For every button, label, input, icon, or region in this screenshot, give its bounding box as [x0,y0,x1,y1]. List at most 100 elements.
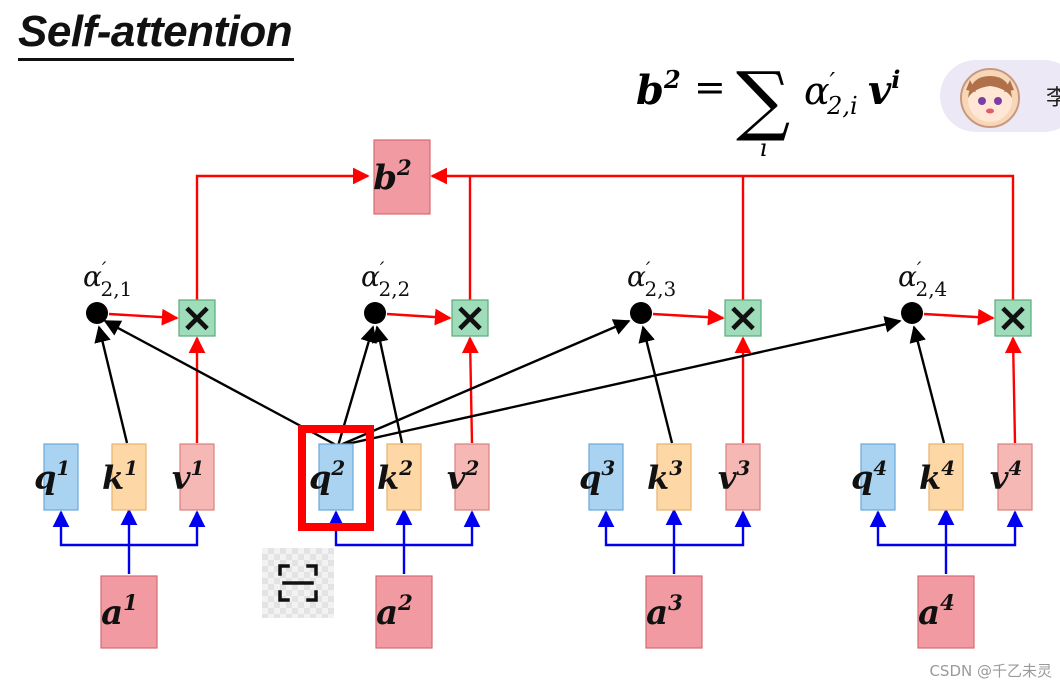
k4-node-box [928,443,964,511]
mult1-to-b2-arrow [195,167,370,300]
scan-button[interactable] [262,548,334,618]
v2-node-label-sup: 2 [464,456,479,480]
q3-node: q3 [579,443,624,511]
alpha4-label: α′2,4 [898,257,947,301]
mult3-box [724,299,762,337]
q1-node-box [43,443,79,511]
alpha1-label-base: α [83,260,102,293]
q1-node-label: q1 [34,456,70,496]
a4-node-box [917,575,975,649]
v3-node: v3 [718,443,761,511]
k4-to-alpha-arrow [909,325,946,444]
k2-node-label-base: k [377,459,399,497]
formula-alpha-prime: ′ [830,68,836,96]
q3-node-box [588,443,624,511]
a3-to-q-arrow [597,510,674,547]
a4-node: a4 [917,575,975,649]
k3-node-label-sup: 3 [669,456,683,480]
alpha4-dot [901,302,923,324]
a4-to-v-arrow [946,510,1024,547]
avatar-name: 李 [1046,86,1060,111]
a3-node: a3 [645,575,703,649]
k4-node: k4 [919,443,964,511]
a2-node-label: a2 [376,590,413,633]
alpha3-label: α′2,3 [627,257,676,301]
mult3-symbol: × [726,295,760,341]
q2-highlight-box [298,425,374,531]
output-b2-label-base: b [373,158,397,198]
a1-node: a1 [100,575,158,649]
alpha4-label-sub: 2,4 [915,277,947,301]
v2-node-label: v2 [447,456,479,496]
k1-node: k1 [102,443,147,511]
mult1-box [178,299,216,337]
alpha1-dot [86,302,108,324]
svg-text:b2: b2 [636,65,681,114]
v4-node-label: v4 [990,456,1022,496]
slide-title: Self-attention [18,6,295,61]
k3-node-label-base: k [647,459,669,497]
v2-node: v2 [447,443,490,511]
q4-node: q4 [851,443,896,511]
v4-to-mult-arrow [1004,336,1022,444]
output-b2: b2 [373,139,431,215]
q2-to-alpha3-arrow [337,319,631,448]
a1-to-q-arrow [52,510,129,547]
alpha2-label-sub: 2,2 [378,277,410,301]
q1-node-label-sup: 1 [56,456,70,480]
alpha3-label-sub: 2,3 [644,277,676,301]
a1-node-box [100,575,158,649]
a3-node-label: a3 [646,590,683,633]
edges-layer [52,167,1024,574]
mult1-symbol: × [180,295,214,341]
v4-node-label-base: v [990,459,1009,497]
alpha3-to-mult-arrow [652,308,725,326]
formula-lhs-base: b [636,67,664,114]
v2-node-label-base: v [447,459,466,497]
v1-node-label-sup: 1 [190,456,204,480]
a3-node-label-base: a [646,593,668,633]
output-b2-box [373,139,431,215]
k4-node-label-sup: 4 [941,456,955,480]
mult2-node: × [451,295,489,341]
q3-node-label: q3 [579,456,615,496]
k2-node-box [386,443,422,511]
v1-node-label-base: v [172,459,191,497]
k1-node-box [111,443,147,511]
mult4-to-b2-arrow [430,167,1015,300]
anime-avatar-icon[interactable] [960,68,1020,128]
a4-node-label-sup: 4 [940,590,955,615]
svg-text:α′2,i: α′2,i [804,68,858,120]
v1-node: v1 [172,443,215,511]
alpha3-dot [630,302,652,324]
a3-node-label-sup: 3 [668,590,683,615]
alpha3-label-prime: ′ [646,257,651,281]
alpha2-to-mult-arrow [386,308,452,326]
alpha2-label-prime: ′ [380,257,385,281]
mult1-node: × [178,295,216,341]
alpha4-label-prime: ′ [917,257,922,281]
mult2-box [451,299,489,337]
a2-node: a2 [375,575,433,649]
v4-node-box [997,443,1033,511]
watermark: CSDN @千乙未灵 [929,662,1052,680]
a3-to-v-arrow [674,510,752,547]
formula-sum: ∑ [736,55,790,144]
q1-node: q1 [34,443,79,511]
q2-node-label-sup: 2 [330,456,345,480]
alpha2-label: α′2,2 [361,257,410,301]
q3-node-label-sup: 3 [601,456,615,480]
k2-node-label-sup: 2 [398,456,413,480]
v3-node-label-sup: 3 [736,456,750,480]
k3-node-label: k3 [647,456,683,496]
k4-node-label: k4 [919,456,955,496]
alpha1-label-sub: 2,1 [100,277,132,301]
v2-node-box [454,443,490,511]
v3-node-label: v3 [718,456,751,496]
formula-equals: = [694,65,726,109]
formula-v-sup: i [891,65,900,94]
alpha1-label-prime: ′ [102,257,107,281]
formula-v-base: v [868,67,892,114]
summation-formula: b2 = ∑ i α′2,i vi [636,55,900,162]
